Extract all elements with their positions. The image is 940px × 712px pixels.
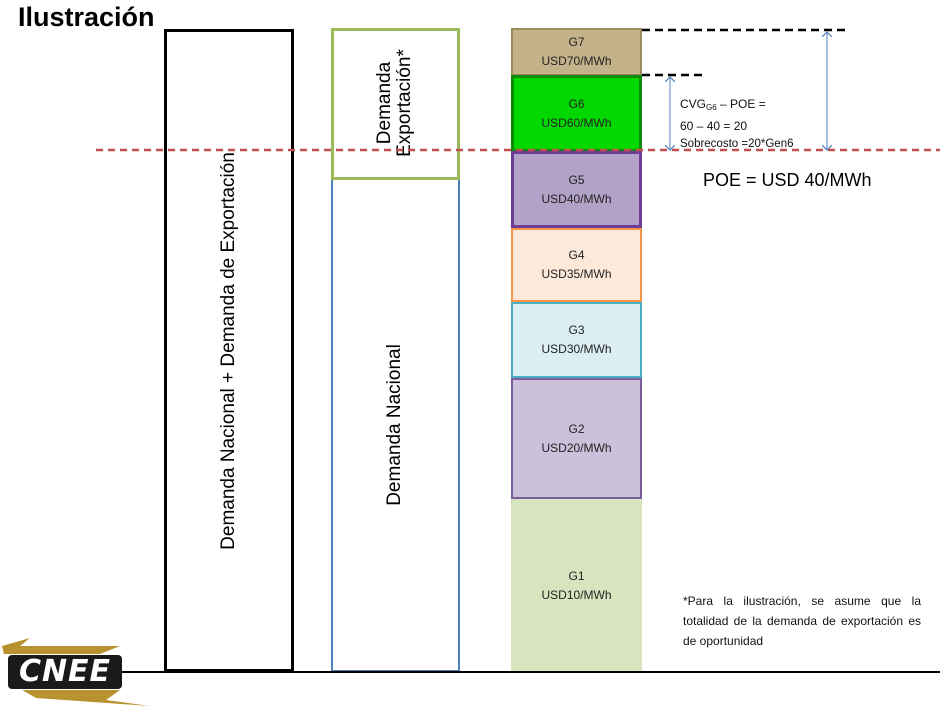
generator-name: G5 [568, 172, 585, 187]
generator-price: USD10/MWh [541, 587, 612, 602]
poe-label: POE = USD 40/MWh [703, 170, 872, 190]
calc-line-1: CVGG6 – POE = [680, 97, 766, 112]
total-demand-bar [164, 29, 294, 672]
generator-name: G1 [568, 568, 585, 583]
generator-name: G6 [568, 96, 585, 111]
generator-name: G3 [568, 323, 585, 337]
generator-price: USD20/MWh [541, 440, 612, 455]
overcost-calculation: CVGG6 – POE = 60 – 40 = 20 Sobrecosto =2… [680, 95, 793, 153]
generator-price: USD40/MWh [541, 191, 612, 206]
footnote: *Para la ilustración, se asume que la to… [683, 594, 921, 648]
logo-text: CNEE [18, 654, 112, 689]
generator-name: G7 [568, 35, 585, 49]
generator-block-g5: G5 USD40/MWh [511, 151, 642, 228]
slide-title: Ilustración [18, 2, 155, 32]
generator-block-g3: G3 USD30/MWh [511, 302, 642, 378]
generator-block-g7: G7 USD70/MWh [511, 28, 642, 76]
calc-line-3: Sobrecosto =20*Gen6 [680, 138, 794, 150]
generator-name: G4 [568, 248, 585, 262]
lightning-bolt-icon [2, 638, 150, 706]
generator-block-g4: G4 USD35/MWh [511, 228, 642, 302]
generator-price: USD60/MWh [541, 115, 612, 130]
generator-price: USD70/MWh [541, 54, 612, 68]
logo-plate [8, 655, 122, 689]
calc-line-2: 60 – 40 = 20 [680, 119, 748, 133]
generator-block-g1: G1 USD10/MWh [511, 499, 642, 672]
generator-name: G2 [568, 421, 585, 436]
export-demand-bar [331, 28, 460, 180]
generator-price: USD30/MWh [541, 342, 612, 356]
generator-price: USD35/MWh [541, 267, 612, 281]
generator-block-g2: G2 USD20/MWh [511, 378, 642, 499]
